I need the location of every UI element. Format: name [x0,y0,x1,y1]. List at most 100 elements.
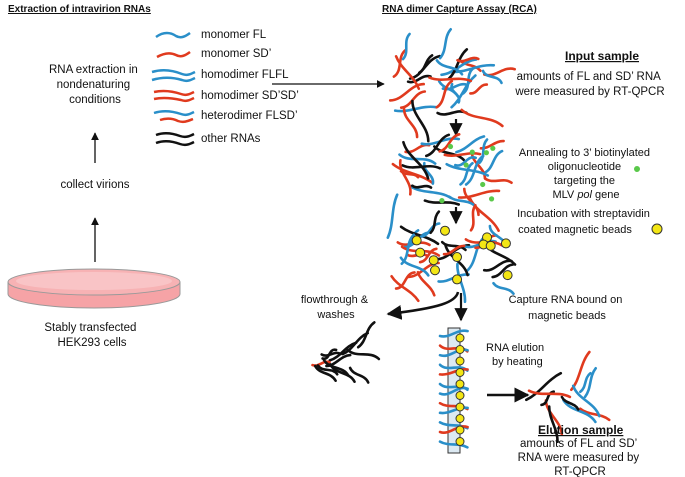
flowthrough-arrow [386,291,460,320]
other-rna-strand [341,331,369,356]
viral-rna-strand [459,161,474,186]
other-rna-strand [418,54,434,75]
elution-label: RNA elution by heating [486,342,547,368]
bead [430,265,441,276]
viral-rna-strand [438,133,461,153]
viral-rna-strand [481,69,503,85]
viral-rna-strand [418,247,438,264]
right-heading: RNA dimer Capture Assay (RCA) [382,4,537,15]
other-rna-strand [348,366,370,384]
oligo-dot [463,162,469,168]
viral-rna-strand [419,222,441,238]
viral-rna-strand [399,90,427,109]
legend-swatch-other-rnas [155,131,195,147]
bead-icon [651,223,663,235]
viral-rna-strand [583,367,597,399]
viral-rna-strand [483,67,516,77]
other-rna-strand [399,225,440,246]
other-rna-strand [429,210,441,234]
viral-rna-strand [399,256,430,277]
other-rna-strand [540,390,555,407]
other-rna-strand [525,371,563,402]
legend-swatch-homodimer-sdsd [153,89,195,103]
other-rna-strand [440,240,467,252]
bead [452,274,463,285]
viral-rna-strand [435,59,464,76]
viral-rna-strand [454,156,477,167]
bead [485,240,496,251]
viral-rna-strand [483,177,513,184]
legend-swatch-homodimer-flfl [151,69,196,83]
viral-rna-strand [428,76,473,83]
viral-rna-strand [401,32,411,61]
viral-rna-strand [440,58,478,77]
viral-rna-strand [402,107,419,139]
viral-rna-strand [456,262,467,304]
viral-rna-strand [492,281,515,295]
oligo-dot-icon [634,166,640,172]
viral-rna-strand [544,399,564,436]
oligo-dot [483,150,489,156]
viral-rna-strand [409,185,452,200]
other-rna-strand [313,364,337,382]
captured-rna-strand [438,406,469,415]
other-rna-strand [425,133,451,158]
flowthrough-rnas [311,321,381,384]
other-rna-strand [411,184,433,189]
petri-dish-icon [7,268,181,309]
viral-rna-strand [579,407,611,422]
viral-rna-strand [470,151,487,180]
viral-rna-strand [398,153,437,165]
bead [455,402,465,412]
captured-rna-strand [438,329,469,338]
legend: monomer FL monomer SD’ homodimer FLFL ho… [151,29,299,147]
viral-rna-strand [394,271,416,290]
bead [455,379,465,389]
other-rna-strand [322,358,350,377]
bead [428,255,439,266]
other-rna-strand [547,405,559,444]
input-sample-desc: amounts of FL and SD’ RNA were measured … [514,71,664,98]
viral-rna-strand [562,399,597,424]
legend-label-other-rnas: other RNAs [201,133,261,145]
captured-rna-strand [438,386,469,396]
viral-rna-strand [455,135,486,154]
bead [455,333,465,343]
viral-rna-strand [460,108,504,128]
viral-rna-strand [416,270,436,297]
bead [502,270,513,281]
oligo-dot [480,181,486,188]
input-sample-title: Input sample [565,49,639,63]
captured-rna-strand [438,440,469,449]
annealing-label: Annealing to 3’ biotinylated oligonucleo… [519,147,653,201]
viral-rna-strand [450,74,477,109]
bead [455,345,465,354]
bead [455,425,465,435]
captured-rna-strand [438,425,469,434]
other-rna-strand [346,348,381,361]
rna-extraction-label: RNA extraction in nondenaturing conditio… [49,64,141,106]
viral-rna-strand [571,384,601,418]
legend-swatch-heterodimer [153,109,195,124]
viral-rna-strand [388,82,425,102]
viral-rna-strand [469,197,500,232]
captured-rna-strand [438,348,469,358]
viral-rna-strand [311,360,331,367]
incubation-label: Incubation with streptavidin coated magn… [517,208,653,236]
other-rna-strand [491,263,515,279]
capture-label: Capture RNA bound on magnetic beads [509,294,626,322]
viral-rna-strand [442,244,466,256]
collect-virions-label: collect virions [60,179,129,191]
viral-rna-strand [457,189,501,199]
bead [500,238,511,249]
flowthrough-label: flowthrough & washes [301,294,371,321]
viral-rna-strand [448,195,476,207]
legend-label-monomer-sd: monomer SD’ [201,48,271,60]
viral-rna-strand [394,55,421,90]
cells-label: Stably transfected HEK293 cells [44,322,139,349]
rna-cluster-input [388,28,516,143]
viral-rna-strand [469,83,489,95]
rna-cluster-beads [386,193,517,304]
other-rna-strand [316,364,339,376]
